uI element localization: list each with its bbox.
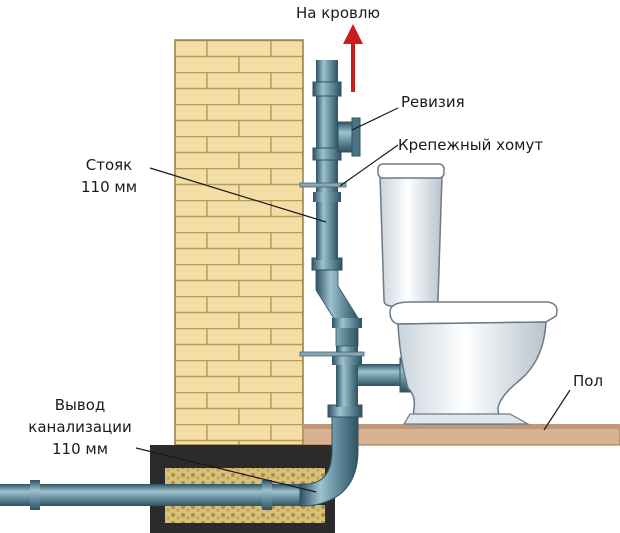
toilet-bowl xyxy=(397,321,547,425)
floor-edge xyxy=(303,424,620,429)
outlet-label-line2: канализации xyxy=(28,418,132,436)
revision-label: Ревизия xyxy=(401,93,465,111)
riser-label-line2: 110 мм xyxy=(80,178,138,196)
riser-lower-socket xyxy=(313,192,341,202)
toilet-tank-lid xyxy=(377,163,445,179)
riser-bend xyxy=(299,409,359,507)
tee-socket xyxy=(332,355,362,365)
outlet-pipe-socket-2 xyxy=(262,480,272,510)
clamp-upper xyxy=(299,182,347,188)
insulation-top xyxy=(165,468,325,486)
outlet-label-line1: Вывод xyxy=(54,396,106,414)
riser-mid-socket xyxy=(312,147,342,161)
brick-wall xyxy=(174,39,304,446)
roof-label: На кровлю xyxy=(296,4,381,22)
toilet-seat xyxy=(389,301,558,325)
revision-cap xyxy=(351,117,361,157)
outlet-pipe xyxy=(0,484,315,506)
clamp-label: Крепежный хомут xyxy=(398,136,544,154)
riser-label-line1: Стояк xyxy=(85,156,133,174)
outlet-pipe-socket-1 xyxy=(30,480,40,510)
insulation-bottom xyxy=(165,505,325,523)
revision-body xyxy=(337,121,353,153)
revision-leader xyxy=(351,107,399,131)
floor-leader xyxy=(543,389,571,431)
outlet-leader xyxy=(135,447,317,493)
riser-leader xyxy=(149,167,327,223)
clamp-lower xyxy=(299,351,365,357)
roof-arrow-head xyxy=(343,24,363,44)
floor-label: Пол xyxy=(573,372,604,390)
toilet-base xyxy=(402,413,531,425)
clamp-leader xyxy=(339,144,399,187)
riser-top-socket xyxy=(312,81,342,97)
offset-socket-lower xyxy=(332,318,362,328)
riser-offset xyxy=(315,267,359,347)
toilet-tank xyxy=(379,165,443,307)
toilet-connector xyxy=(358,364,408,386)
outlet-label-line3: 110 мм xyxy=(51,440,109,458)
